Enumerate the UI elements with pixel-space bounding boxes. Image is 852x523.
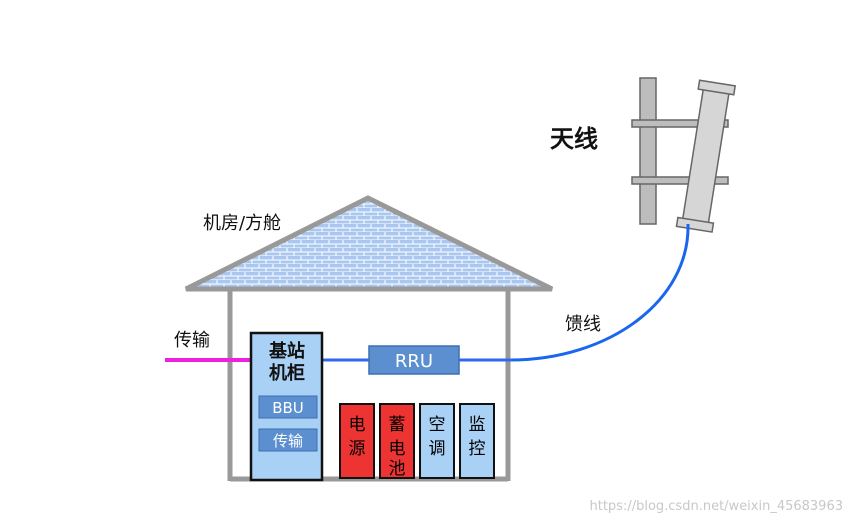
- equipment-label-line2: 源: [349, 439, 366, 459]
- equipment-label-line2: 控: [469, 439, 486, 459]
- equipment-box: 空调: [419, 403, 455, 479]
- cabinet-transmission-module: [258, 428, 318, 452]
- bbu-label: BBU: [272, 399, 304, 417]
- equipment-label-line2: 电: [389, 439, 406, 459]
- roof: [184, 195, 554, 292]
- rru-label: RRU: [395, 351, 433, 372]
- feeder-label: 馈线: [565, 314, 601, 335]
- equipment-label-line2: 调: [429, 439, 446, 459]
- equipment-box: 电源: [339, 403, 375, 479]
- feeder-cable: [509, 223, 690, 362]
- cabinet-transmission-label: 传输: [273, 432, 303, 450]
- equipment-label-line1: 电: [349, 415, 366, 435]
- equipment-box: 监控: [459, 403, 495, 479]
- equipment-label-line1: 蓄: [389, 415, 406, 435]
- antenna-label: 天线: [550, 125, 598, 153]
- rru-unit: RRU: [368, 345, 460, 375]
- cabinet-label-line1: 基站: [268, 340, 305, 362]
- equipment-box: 蓄电池: [379, 403, 415, 479]
- cabinet-label-line2: 机柜: [269, 362, 305, 384]
- equipment-label-line2: 池: [389, 459, 406, 479]
- bbu-module: [258, 395, 318, 419]
- antenna-bracket-top: [631, 119, 729, 128]
- antenna-panel: [675, 79, 737, 233]
- equipment-label-line1: 监: [469, 415, 486, 435]
- transmission-label: 传输: [174, 330, 210, 351]
- antenna-pole: [639, 77, 657, 225]
- base-station-cabinet: 基站 机柜 BBU 传输: [249, 331, 324, 482]
- equipment-label-line1: 空: [429, 415, 446, 435]
- antenna-assembly: 天线: [550, 77, 737, 233]
- room-label: 机房/方舱: [203, 213, 281, 234]
- watermark: https://blog.csdn.net/weixin_45683963: [589, 499, 843, 514]
- antenna-bracket-bottom: [631, 176, 729, 185]
